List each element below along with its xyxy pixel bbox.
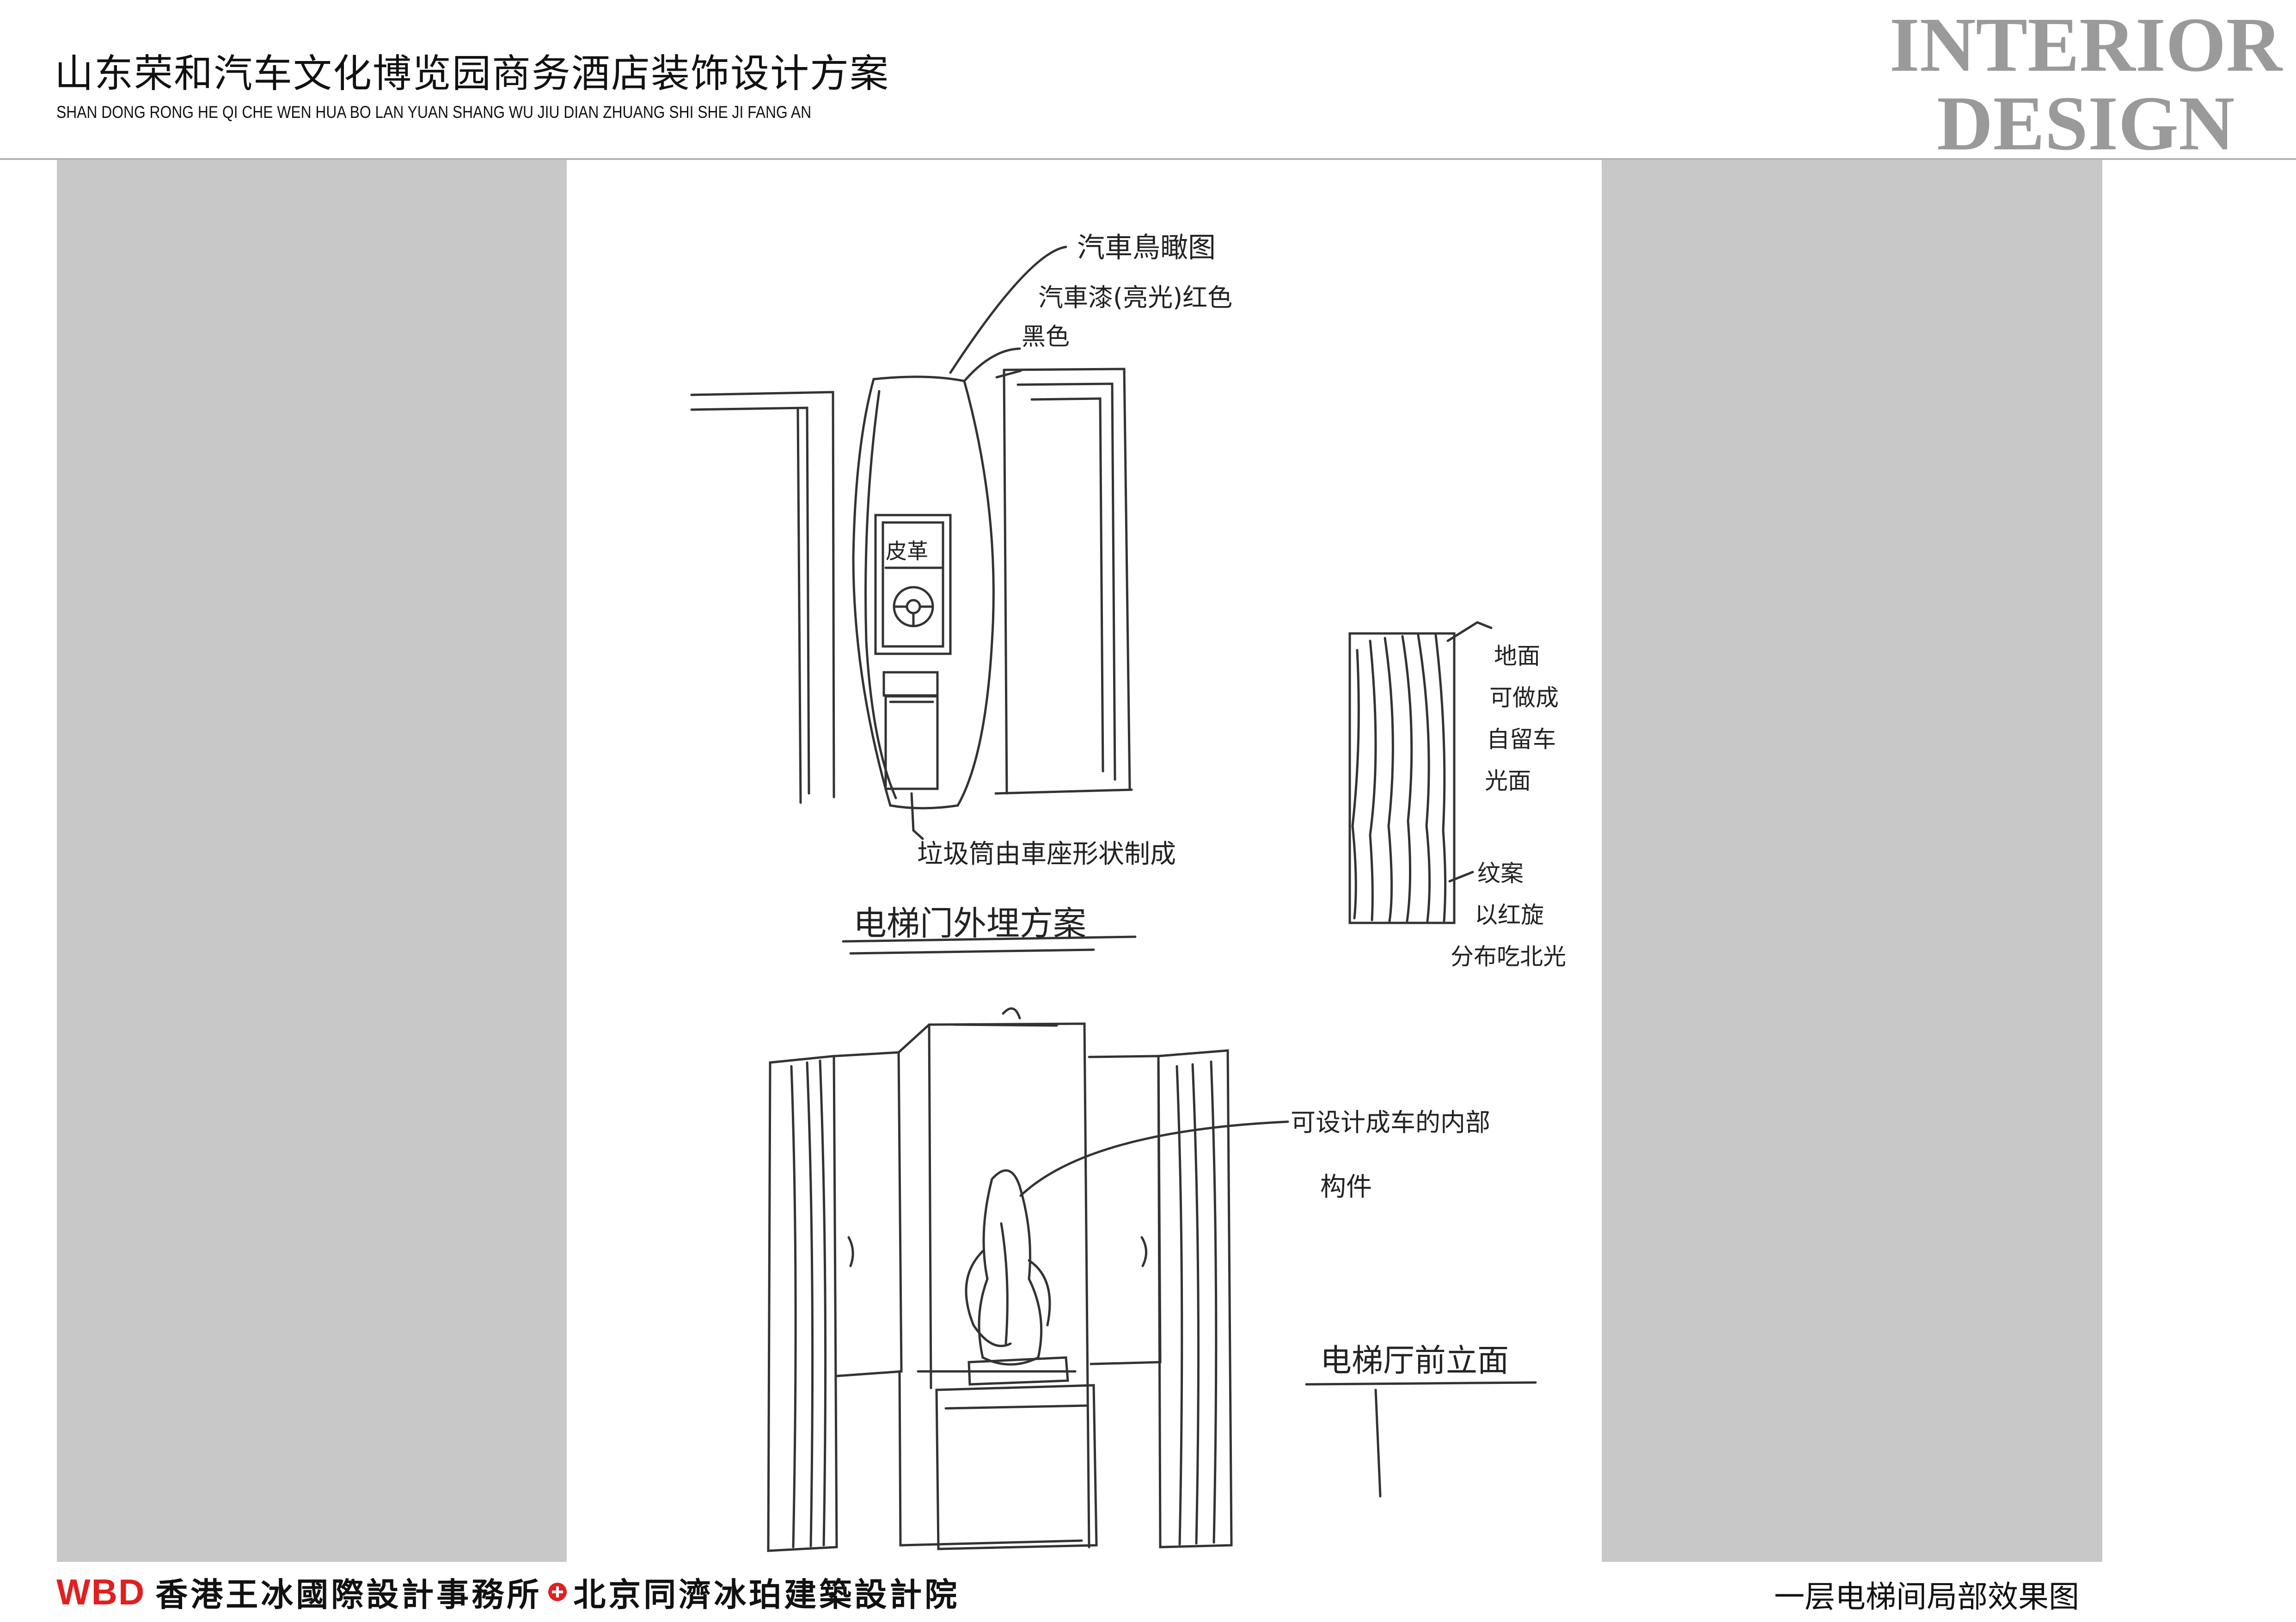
note-floor-5: 纹案 xyxy=(1477,860,1524,887)
hand-sketch: 汽車鳥瞰图 汽車漆(亮光)红色 黑色 皮革 垃圾筒由車座形状制成 电梯门外埋方案… xyxy=(690,232,1566,1552)
note-floor-2: 可做成 xyxy=(1489,684,1559,711)
header-divider xyxy=(0,158,2296,160)
note-floor-3: 自留车 xyxy=(1487,726,1556,753)
note-floor-6: 以红旋 xyxy=(1475,902,1544,928)
note-sculpture-1: 可设计成车的内部 xyxy=(1291,1108,1490,1137)
firm-beijing: 北京同濟冰珀建築設計院 xyxy=(573,1575,960,1614)
note-floor-1: 地面 xyxy=(1494,643,1540,670)
sketch-annotations: 汽車鳥瞰图 汽車漆(亮光)红色 黑色 皮革 垃圾筒由車座形状制成 电梯门外埋方案… xyxy=(853,232,1566,1379)
note-sculpture-2: 构件 xyxy=(1320,1172,1372,1202)
floor-pattern-sketch xyxy=(1348,621,1493,924)
sketch-area: 汽車鳥瞰图 汽車漆(亮光)红色 黑色 皮革 垃圾筒由車座形状制成 电梯门外埋方案… xyxy=(567,160,1602,1562)
brand-mark: INTERIOR DESIGN xyxy=(1889,6,2282,163)
note-car-paint: 汽車漆(亮光)红色 xyxy=(1038,283,1232,312)
note-bin: 垃圾筒由車座形状制成 xyxy=(917,839,1176,869)
note-floor-4: 光面 xyxy=(1485,768,1531,794)
firm-hongkong: 香港王冰國際設計事務所 xyxy=(155,1575,542,1614)
note-floor-7: 分布吃北光 xyxy=(1451,943,1566,970)
upper-elevation-sketch xyxy=(690,246,1137,955)
red-cross-icon xyxy=(548,1583,567,1601)
document-title: 山东荣和汽车文化博览园商务酒店装饰设计方案 xyxy=(55,51,890,96)
note-black: 黑色 xyxy=(1022,323,1070,351)
note-leather: 皮革 xyxy=(886,539,928,564)
footer-firm-line: WBD 香港王冰國際設計事務所 北京同濟冰珀建築設計院 xyxy=(56,1571,960,1614)
document-title-pinyin: SHAN DONG RONG HE QI CHE WEN HUA BO LAN … xyxy=(56,103,812,122)
brand-line-design: DESIGN xyxy=(1937,80,2235,166)
right-gray-panel xyxy=(1602,160,2102,1562)
page-caption: 一层电梯间局部效果图 xyxy=(1774,1579,2079,1615)
caption-upper: 电梯门外埋方案 xyxy=(853,904,1086,943)
wbd-logo: WBD xyxy=(56,1571,146,1612)
caption-lower: 电梯厅前立面 xyxy=(1320,1343,1509,1379)
left-gray-panel xyxy=(57,160,567,1562)
lower-elevation-sketch xyxy=(767,1007,1537,1552)
note-car-aerial: 汽車鳥瞰图 xyxy=(1077,232,1216,264)
brand-line-interior: INTERIOR xyxy=(1889,2,2282,88)
